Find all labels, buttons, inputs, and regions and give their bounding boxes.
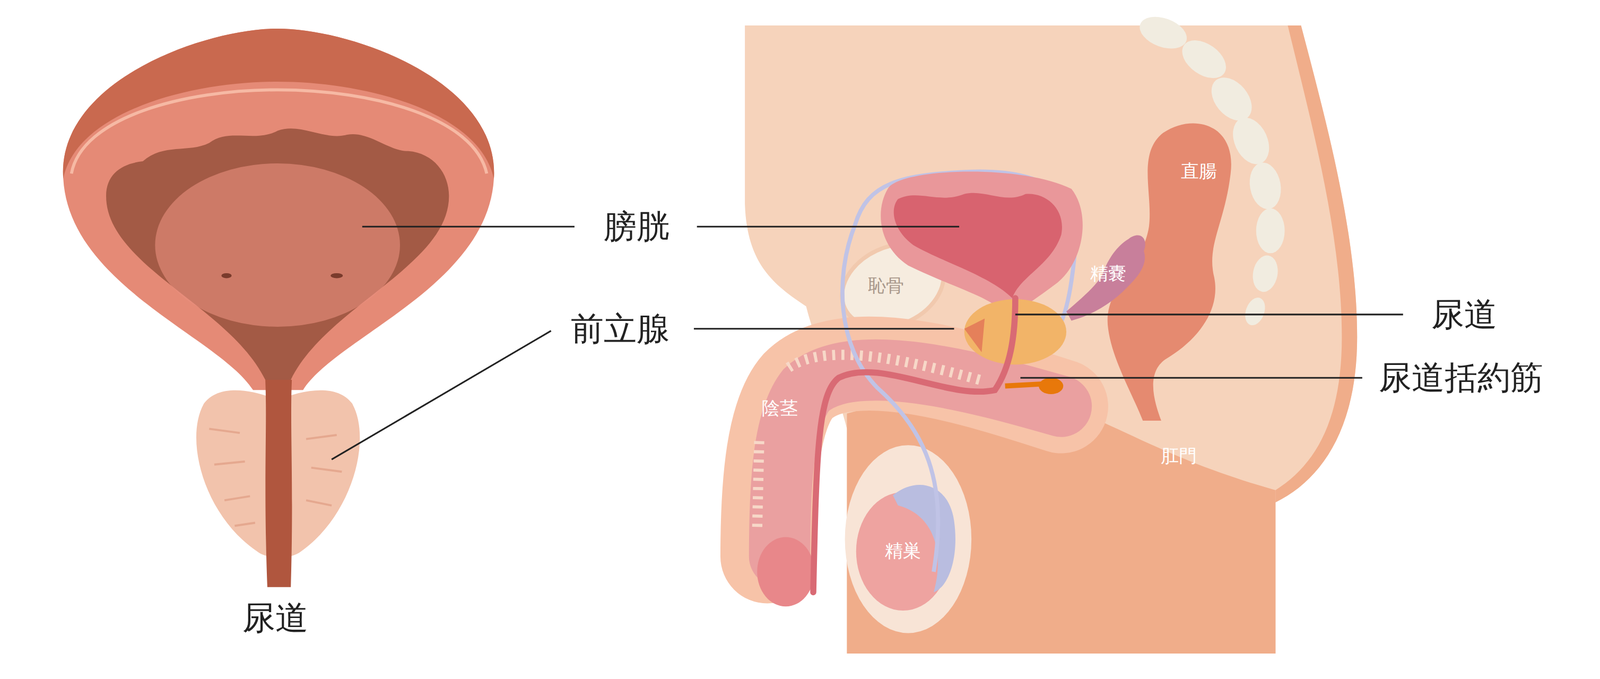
leader-line (1015, 313, 1404, 316)
spine (1225, 111, 1277, 171)
scrotum (845, 445, 972, 633)
leader-line (362, 225, 575, 228)
penis (767, 363, 1062, 557)
urethra-section (813, 298, 1016, 593)
bladder-front (106, 128, 449, 380)
scrotum (892, 484, 956, 593)
leader-line (331, 226, 1404, 460)
urethra-front (265, 379, 292, 588)
urethra-section (813, 298, 1016, 593)
penis (757, 536, 815, 607)
organ-label: 膀胱 (603, 207, 670, 246)
organ-label: 精嚢 (1090, 263, 1127, 284)
spine (1246, 160, 1285, 212)
spine (1249, 253, 1281, 294)
urethral-sphincter (1005, 384, 1043, 387)
penis (757, 354, 1062, 607)
organ-label: 直腸 (1180, 161, 1217, 182)
bladder-section (893, 193, 1063, 299)
organ-label: 恥骨 (867, 275, 904, 297)
seminal-vesicle (1066, 235, 1146, 321)
organ-label: 前立腺 (570, 309, 670, 348)
organ-label: 尿道括約筋 (1378, 359, 1544, 397)
urethral-sphincter (1005, 377, 1064, 395)
organ-label: 陰茎 (761, 397, 798, 419)
bladder-section (880, 171, 1083, 315)
body-outline (1275, 25, 1358, 503)
bladder-front (154, 163, 400, 327)
bladder-front (63, 28, 495, 390)
leader-line (693, 327, 954, 330)
leader-line (697, 225, 960, 228)
urethral-sphincter (1038, 377, 1064, 395)
bladder-front (330, 273, 343, 279)
spine (1256, 208, 1285, 254)
organ-label: 精巣 (884, 541, 921, 562)
body-outline (744, 25, 1358, 654)
leader-line (1020, 377, 1362, 379)
bladder-front (63, 28, 495, 390)
urethra-front (265, 379, 292, 588)
bladder-section (880, 171, 1083, 315)
seminal-vesicle (1066, 235, 1146, 321)
penis (779, 369, 1062, 557)
organ-label: 肛門 (1160, 446, 1197, 467)
body-outline (744, 25, 1358, 654)
bladder-front (221, 273, 232, 279)
leader-line (331, 331, 552, 460)
spine (1241, 294, 1269, 328)
prostate-section (964, 318, 985, 353)
organ-label: 尿道 (242, 598, 309, 637)
organ-label: 尿道 (1431, 295, 1498, 334)
scrotum (845, 445, 972, 633)
penis (757, 441, 760, 532)
